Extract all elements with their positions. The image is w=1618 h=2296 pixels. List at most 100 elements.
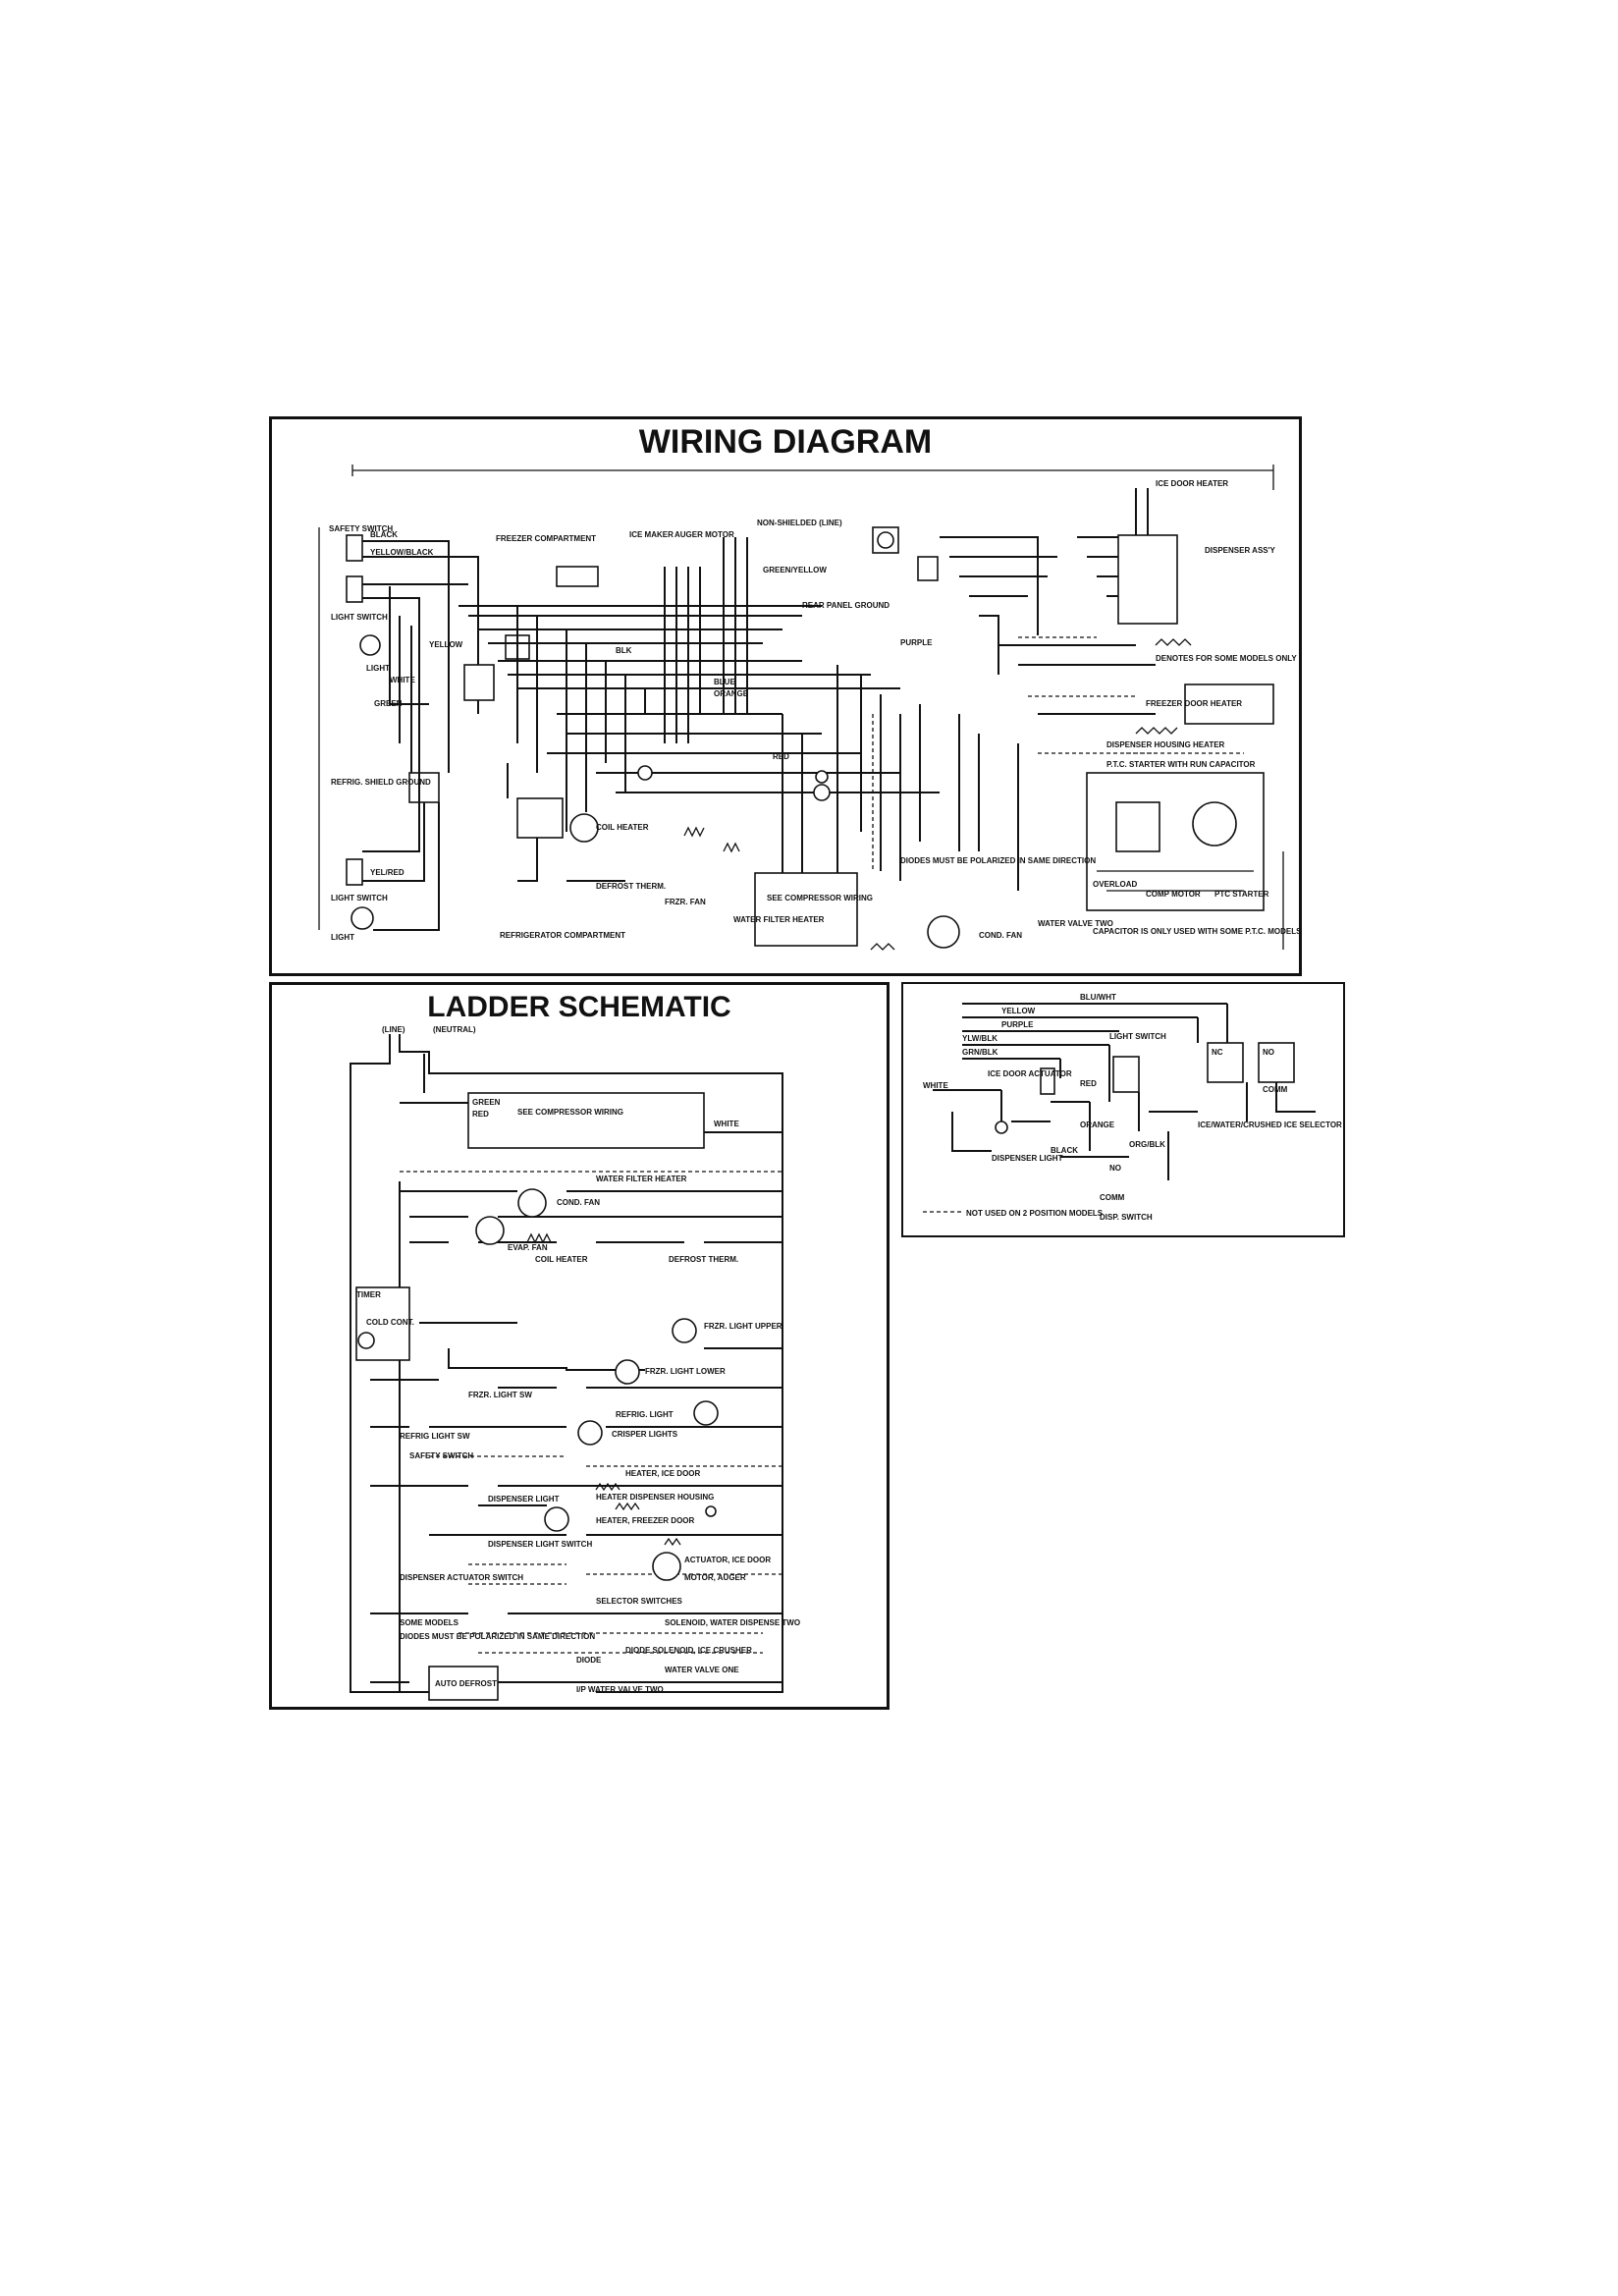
label-dispenser-light: DISPENSER LIGHT — [488, 1495, 560, 1503]
label-yellow-black: YELLOW/BLACK — [370, 548, 434, 557]
label-diode: DIODE — [576, 1656, 602, 1665]
dispenser-inset-drawing: BLU/WHT YELLOW PURPLE YLW/BLK GRN/BLK IC… — [923, 993, 1342, 1222]
label-black-inset: BLACK — [1051, 1146, 1078, 1155]
label-diodes-polarized-ladder: DIODES MUST BE POLARIZED IN SAME DIRECTI… — [400, 1632, 595, 1641]
label-no: NO — [1263, 1048, 1274, 1057]
label-frzr-fan: FRZR. FAN — [665, 898, 706, 906]
label-red-inset: RED — [1080, 1079, 1097, 1088]
label-diode-solenoid-ice-crusher: DIODE SOLENOID, ICE CRUSHER — [625, 1646, 752, 1655]
label-light-switch-refrig: LIGHT SWITCH — [331, 894, 388, 902]
ladder-schematic-drawing: (LINE) (NEUTRAL) GREEN RED SEE COMPRESSO… — [350, 1025, 800, 1701]
label-cond-fan: COND. FAN — [979, 931, 1022, 940]
label-some-models: SOME MODELS — [400, 1618, 459, 1627]
label-white-inset: WHITE — [923, 1081, 948, 1090]
label-ylw-blk: YLW/BLK — [962, 1034, 998, 1043]
label-water-filter-heater-ladder: WATER FILTER HEATER — [596, 1175, 687, 1183]
wiring-diagram-panel: WIRING DIAGRAM — [269, 416, 1302, 976]
label-solenoid-water-dispense-two: SOLENOID, WATER DISPENSE TWO — [665, 1618, 800, 1627]
label-defrost-therm-ladder: DEFROST THERM. — [669, 1255, 738, 1264]
label-diodes-polarized: DIODES MUST BE POLARIZED IN SAME DIRECTI… — [900, 856, 1096, 865]
label-capacitor-note: CAPACITOR IS ONLY USED WITH SOME P.T.C. … — [1093, 927, 1299, 936]
label-blu-wht: BLU/WHT — [1080, 993, 1116, 1002]
label-auger-motor: AUGER MOTOR — [674, 530, 734, 539]
label-black: BLACK — [370, 530, 398, 539]
label-nc: NC — [1212, 1048, 1223, 1057]
label-yellow-inset: YELLOW — [1001, 1007, 1036, 1015]
label-ip-water-valve-two: I/P WATER VALVE TWO — [576, 1685, 664, 1694]
label-timer: TIMER — [356, 1290, 381, 1299]
label-no-inset: NO — [1109, 1164, 1121, 1173]
label-purple: PURPLE — [900, 638, 933, 647]
label-green-yellow: GREEN/YELLOW — [763, 566, 827, 574]
label-ptc-starter: PTC STARTER — [1214, 890, 1269, 899]
label-freezer-door-heater: FREEZER DOOR HEATER — [1146, 699, 1242, 708]
label-see-compressor-wiring-ladder: SEE COMPRESSOR WIRING — [517, 1108, 623, 1117]
wiring-diagram-drawing: SAFETY SWITCH BLACK YELLOW/BLACK LIGHT S… — [318, 465, 1299, 951]
label-light: LIGHT — [366, 664, 390, 673]
ladder-schematic-title: LADDER SCHEMATIC — [427, 991, 731, 1023]
label-evap-fan: EVAP. FAN — [508, 1243, 548, 1252]
label-safety-switch: SAFETY SWITCH — [329, 524, 393, 533]
label-light-refrig: LIGHT — [331, 933, 354, 942]
label-ice-door-actuator: ICE DOOR ACTUATOR — [988, 1069, 1072, 1078]
label-ice-door-heater: ICE DOOR HEATER — [1156, 479, 1228, 488]
label-line: (LINE) — [382, 1025, 405, 1034]
label-neutral: (NEUTRAL) — [433, 1025, 476, 1034]
label-orange: ORANGE — [714, 689, 749, 698]
label-white-ladder: WHITE — [714, 1120, 739, 1128]
label-comm-inset: COMM — [1100, 1193, 1125, 1202]
label-refrig-light-sw: REFRIG LIGHT SW — [400, 1432, 470, 1441]
label-overload: OVERLOAD — [1093, 880, 1138, 889]
label-frzr-light-lower: FRZR. LIGHT LOWER — [645, 1367, 726, 1376]
label-water-valve-one: WATER VALVE ONE — [665, 1666, 739, 1674]
label-ice-maker: ICE MAKER — [629, 530, 674, 539]
label-non-shielded: NON-SHIELDED (LINE) — [757, 519, 842, 527]
label-freezer-compartment: FREEZER COMPARTMENT — [496, 534, 596, 543]
label-dispenser-light-inset: DISPENSER LIGHT — [992, 1154, 1063, 1163]
label-green-ladder: GREEN — [472, 1098, 501, 1107]
label-frzr-light-sw: FRZR. LIGHT SW — [468, 1391, 532, 1399]
label-dispenser-assy: DISPENSER ASS'Y — [1205, 546, 1276, 555]
label-grn-blk: GRN/BLK — [962, 1048, 998, 1057]
label-coil-heater: COIL HEATER — [596, 823, 649, 832]
label-red: RED — [773, 752, 789, 761]
label-refrigerator-compartment: REFRIGERATOR COMPARTMENT — [500, 931, 625, 940]
label-ice-water-crushed-selector: ICE/WATER/CRUSHED ICE SELECTOR — [1198, 1121, 1342, 1129]
label-red-ladder: RED — [472, 1110, 489, 1119]
label-dispenser-actuator-switch: DISPENSER ACTUATOR SWITCH — [400, 1573, 523, 1582]
label-white: WHITE — [390, 676, 415, 684]
label-frzr-light-upper: FRZR. LIGHT UPPER — [704, 1322, 782, 1331]
label-purple-inset: PURPLE — [1001, 1020, 1034, 1029]
label-heater-dispenser-housing: HEATER DISPENSER HOUSING — [596, 1493, 714, 1502]
label-defrost-therm: DEFROST THERM. — [596, 882, 666, 891]
label-ptc-starter-run-capacitor: P.T.C. STARTER WITH RUN CAPACITOR — [1106, 760, 1256, 769]
ladder-schematic-panel: LADDER SCHEMATIC — [269, 982, 890, 1710]
label-crisper-lights: CRISPER LIGHTS — [612, 1430, 678, 1439]
label-refrig-shield-ground: REFRIG. SHIELD GROUND — [331, 778, 431, 787]
wiring-diagram-title: WIRING DIAGRAM — [638, 423, 933, 461]
label-heater-freezer-door: HEATER, FREEZER DOOR — [596, 1516, 695, 1525]
label-light-switch: LIGHT SWITCH — [331, 613, 388, 622]
label-comm: COMM — [1263, 1085, 1288, 1094]
label-rear-panel-ground: REAR PANEL GROUND — [802, 601, 890, 610]
label-auto-defrost: AUTO DEFROST — [435, 1679, 497, 1688]
label-denotes-some-models: DENOTES FOR SOME MODELS ONLY — [1156, 654, 1297, 663]
label-coil-heater-ladder: COIL HEATER — [535, 1255, 588, 1264]
label-selector-switches: SELECTOR SWITCHES — [596, 1597, 683, 1606]
label-blue: BLUE — [714, 678, 735, 686]
label-see-compressor-wiring: SEE COMPRESSOR WIRING — [767, 894, 873, 902]
label-not-used-2-position: NOT USED ON 2 POSITION MODELS — [966, 1209, 1104, 1218]
label-orange-inset: ORANGE — [1080, 1121, 1115, 1129]
label-comp-motor: COMP MOTOR — [1146, 890, 1201, 899]
label-light-switch-inset: LIGHT SWITCH — [1109, 1032, 1166, 1041]
label-motor-auger: MOTOR, AUGER — [684, 1573, 746, 1582]
label-blk: BLK — [616, 646, 632, 655]
label-safety-switch-ladder: SAFETY SWITCH — [409, 1451, 473, 1460]
label-disp-switch: DISP. SWITCH — [1100, 1213, 1153, 1222]
label-org-blk: ORG/BLK — [1129, 1140, 1165, 1149]
label-water-valve-two: WATER VALVE TWO — [1038, 919, 1113, 928]
label-dispenser-housing-heater: DISPENSER HOUSING HEATER — [1106, 740, 1225, 749]
label-water-filter-heater: WATER FILTER HEATER — [733, 915, 825, 924]
dispenser-inset-panel: BLU/WHT YELLOW PURPLE YLW/BLK GRN/BLK IC… — [901, 982, 1345, 1237]
label-actuator-ice-door: ACTUATOR, ICE DOOR — [684, 1556, 771, 1564]
